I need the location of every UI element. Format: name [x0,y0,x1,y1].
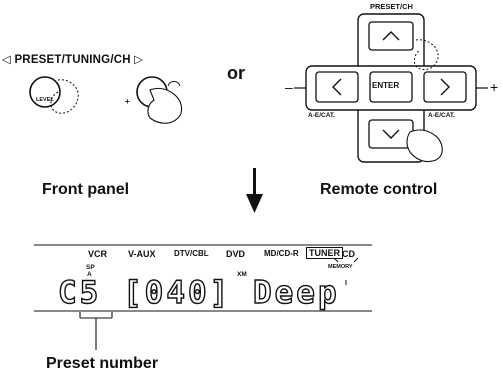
left-button[interactable] [315,71,359,103]
input-label-dtvcbl: DTV/CBL [174,249,209,258]
remote-minus-label: – [285,79,293,95]
remote-plus-label: + [490,79,499,95]
front-panel-header: ◁ PRESET/TUNING/CH ▷ [2,54,144,66]
memory-indicator: MEMORY [328,264,353,270]
remote-control-caption: Remote control [320,181,438,198]
preset-left-button[interactable] [29,76,61,108]
enter-button[interactable] [369,71,413,103]
preset-number-bracket [79,312,113,350]
input-label-tuner: TUNER [306,247,343,259]
front-panel-caption: Front panel [42,181,130,198]
preset-number-callout: Preset number [46,355,159,372]
finger-ghost-icon [50,79,79,114]
down-arrow-icon [246,168,263,213]
down-button[interactable] [368,119,414,149]
sp-indicator: SP [86,264,95,271]
finger-press-icon-remote [406,129,443,163]
input-label-cd: CD [342,249,355,259]
finger-ghost-icon-remote [413,39,439,71]
up-button[interactable] [368,21,414,51]
xm-indicator: XM [237,271,247,278]
level-label: LEVEL [36,97,54,103]
plus-label: + [125,97,130,106]
enter-label: ENTER [372,81,400,90]
input-label-dvd: DVD [226,249,246,259]
display-segment-text: C5 [040] Deep [57,274,340,311]
right-button[interactable] [423,71,467,103]
speaker-a-indicator: A [87,271,92,278]
or-text: or [227,63,245,83]
finger-press-icon [147,80,183,124]
remote-right-label: A-E/CAT. [428,112,455,119]
remote-left-label: A-E/CAT. [308,112,335,119]
input-label-vcr: VCR [88,249,108,259]
input-label-mdcdr: MD/CD-R [264,249,299,258]
input-label-vaux: V-AUX [128,249,156,259]
remote-top-label: PRESET/CH [370,2,413,11]
